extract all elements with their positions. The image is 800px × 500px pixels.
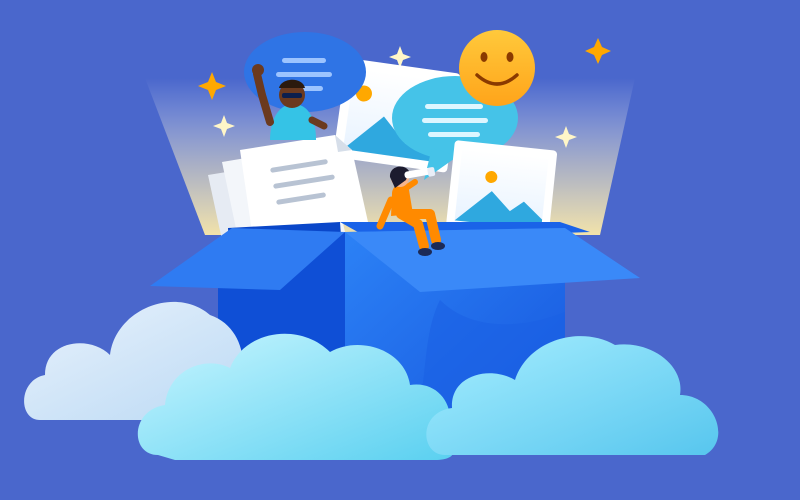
- box-left-flap: [150, 228, 345, 290]
- smiley-face-icon: [459, 30, 535, 106]
- cloud-front: [137, 333, 454, 460]
- person-with-telescope: [376, 166, 445, 256]
- cloud-right: [426, 336, 719, 455]
- sparkle-icon: [213, 115, 235, 137]
- sparkle-icon: [389, 46, 411, 68]
- sparkle-icon: [585, 38, 611, 64]
- sparkle-icon: [198, 72, 226, 100]
- document-icon: [208, 135, 368, 240]
- sparkle-icon: [555, 126, 577, 148]
- image-icon: [446, 140, 558, 238]
- person-waving: [252, 64, 328, 140]
